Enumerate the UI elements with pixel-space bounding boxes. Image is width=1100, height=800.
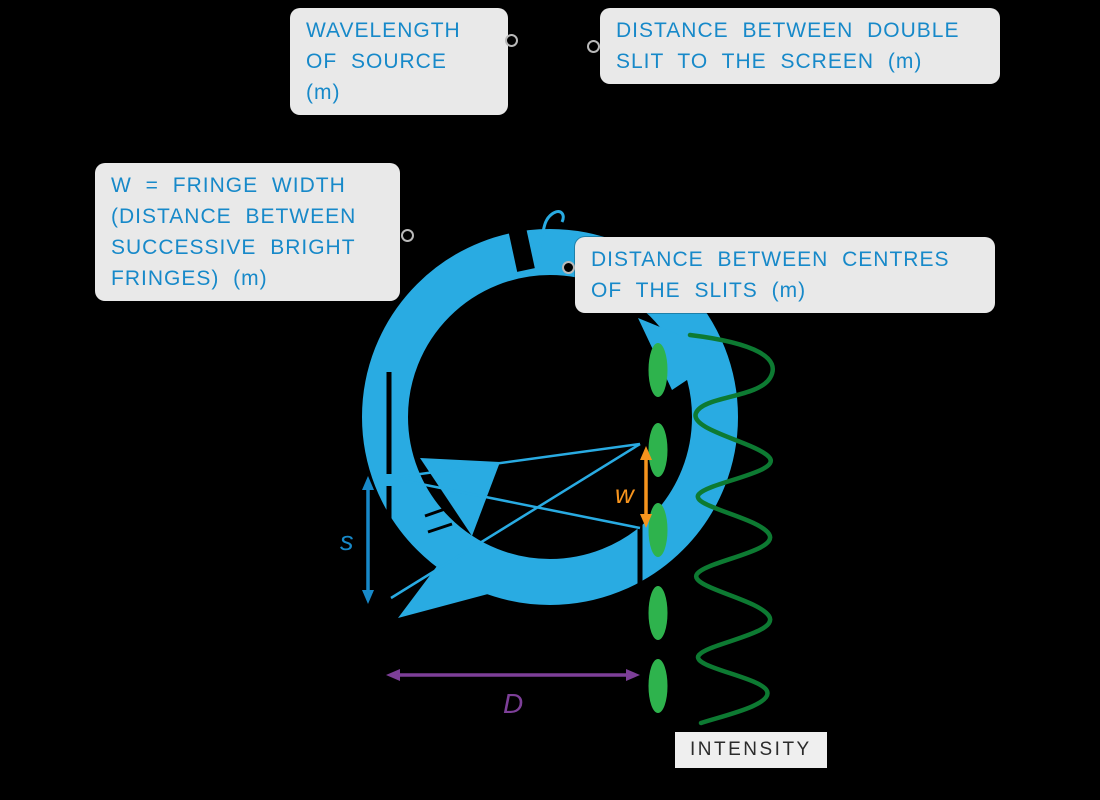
callout-connector-pin <box>562 261 575 274</box>
light-ray <box>390 442 641 480</box>
callout-text-line: WAVELENGTH <box>306 19 461 42</box>
arrowhead-up-icon <box>362 476 374 490</box>
callout-connector-pin <box>401 229 414 242</box>
callout-text-line: DISTANCE BETWEEN DOUBLE <box>616 19 960 42</box>
callout-screen-distance: DISTANCE BETWEEN DOUBLE SLIT TO THE SCRE… <box>600 8 1000 84</box>
light-ray <box>390 442 641 600</box>
swoosh-ring <box>362 229 738 605</box>
callout-wavelength: WAVELENGTH OF SOURCE (m) <box>290 8 508 115</box>
callout-text-line: (DISTANCE BETWEEN <box>111 205 357 228</box>
bright-fringe <box>648 659 668 713</box>
fringe-width-arrow: w <box>615 446 652 528</box>
callout-text-line: W = FRINGE WIDTH <box>111 174 346 197</box>
bright-fringe <box>648 423 668 477</box>
intensity-label: INTENSITY <box>675 732 827 768</box>
callout-text-line: DISTANCE BETWEEN CENTRES <box>591 248 950 271</box>
arrowhead-right-icon <box>626 669 640 681</box>
slit-separation-label: s <box>340 526 354 556</box>
screen-distance-label: D <box>503 688 523 719</box>
swoosh-tail-squiggle <box>534 210 565 259</box>
intensity-curve <box>687 332 775 726</box>
bright-fringes <box>648 343 668 713</box>
bright-fringe <box>648 343 668 397</box>
screen-distance-arrow: D <box>386 669 640 719</box>
bright-fringe <box>648 586 668 640</box>
swoosh-arrowhead-right <box>638 318 726 390</box>
circular-swoosh-arrow <box>362 194 738 618</box>
callout-slit-centres: DISTANCE BETWEEN CENTRES OF THE SLITS (m… <box>575 237 995 313</box>
arrowhead-down-icon <box>640 514 652 528</box>
arrow-tail-dash <box>424 506 449 518</box>
arrow-tail-dash <box>427 522 453 534</box>
swoosh-arrowhead-bottom <box>398 546 488 618</box>
callout-connector-pin <box>587 40 600 53</box>
arrowhead-down-icon <box>362 590 374 604</box>
callout-text-line: OF SOURCE (m) <box>306 50 447 104</box>
callout-text-line: SLIT TO THE SCREEN (m) <box>616 50 923 73</box>
callout-connector-pin <box>505 34 518 47</box>
arrowhead-up-icon <box>640 446 652 460</box>
bright-fringe <box>648 503 668 557</box>
fringe-width-label: w <box>615 479 636 509</box>
slit-separation-arrow: s <box>340 476 374 604</box>
callout-text-line: OF THE SLITS (m) <box>591 279 807 302</box>
light-ray <box>390 476 641 530</box>
arrowhead-left-icon <box>386 669 400 681</box>
callout-text-line: FRINGES) (m) <box>111 267 268 290</box>
swoosh-gap <box>501 194 535 272</box>
light-rays <box>390 442 641 600</box>
callout-fringe-width: W = FRINGE WIDTH (DISTANCE BETWEEN SUCCE… <box>95 163 400 301</box>
callout-text-line: SUCCESSIVE BRIGHT <box>111 236 356 259</box>
swoosh-arrowhead-top <box>420 458 500 536</box>
